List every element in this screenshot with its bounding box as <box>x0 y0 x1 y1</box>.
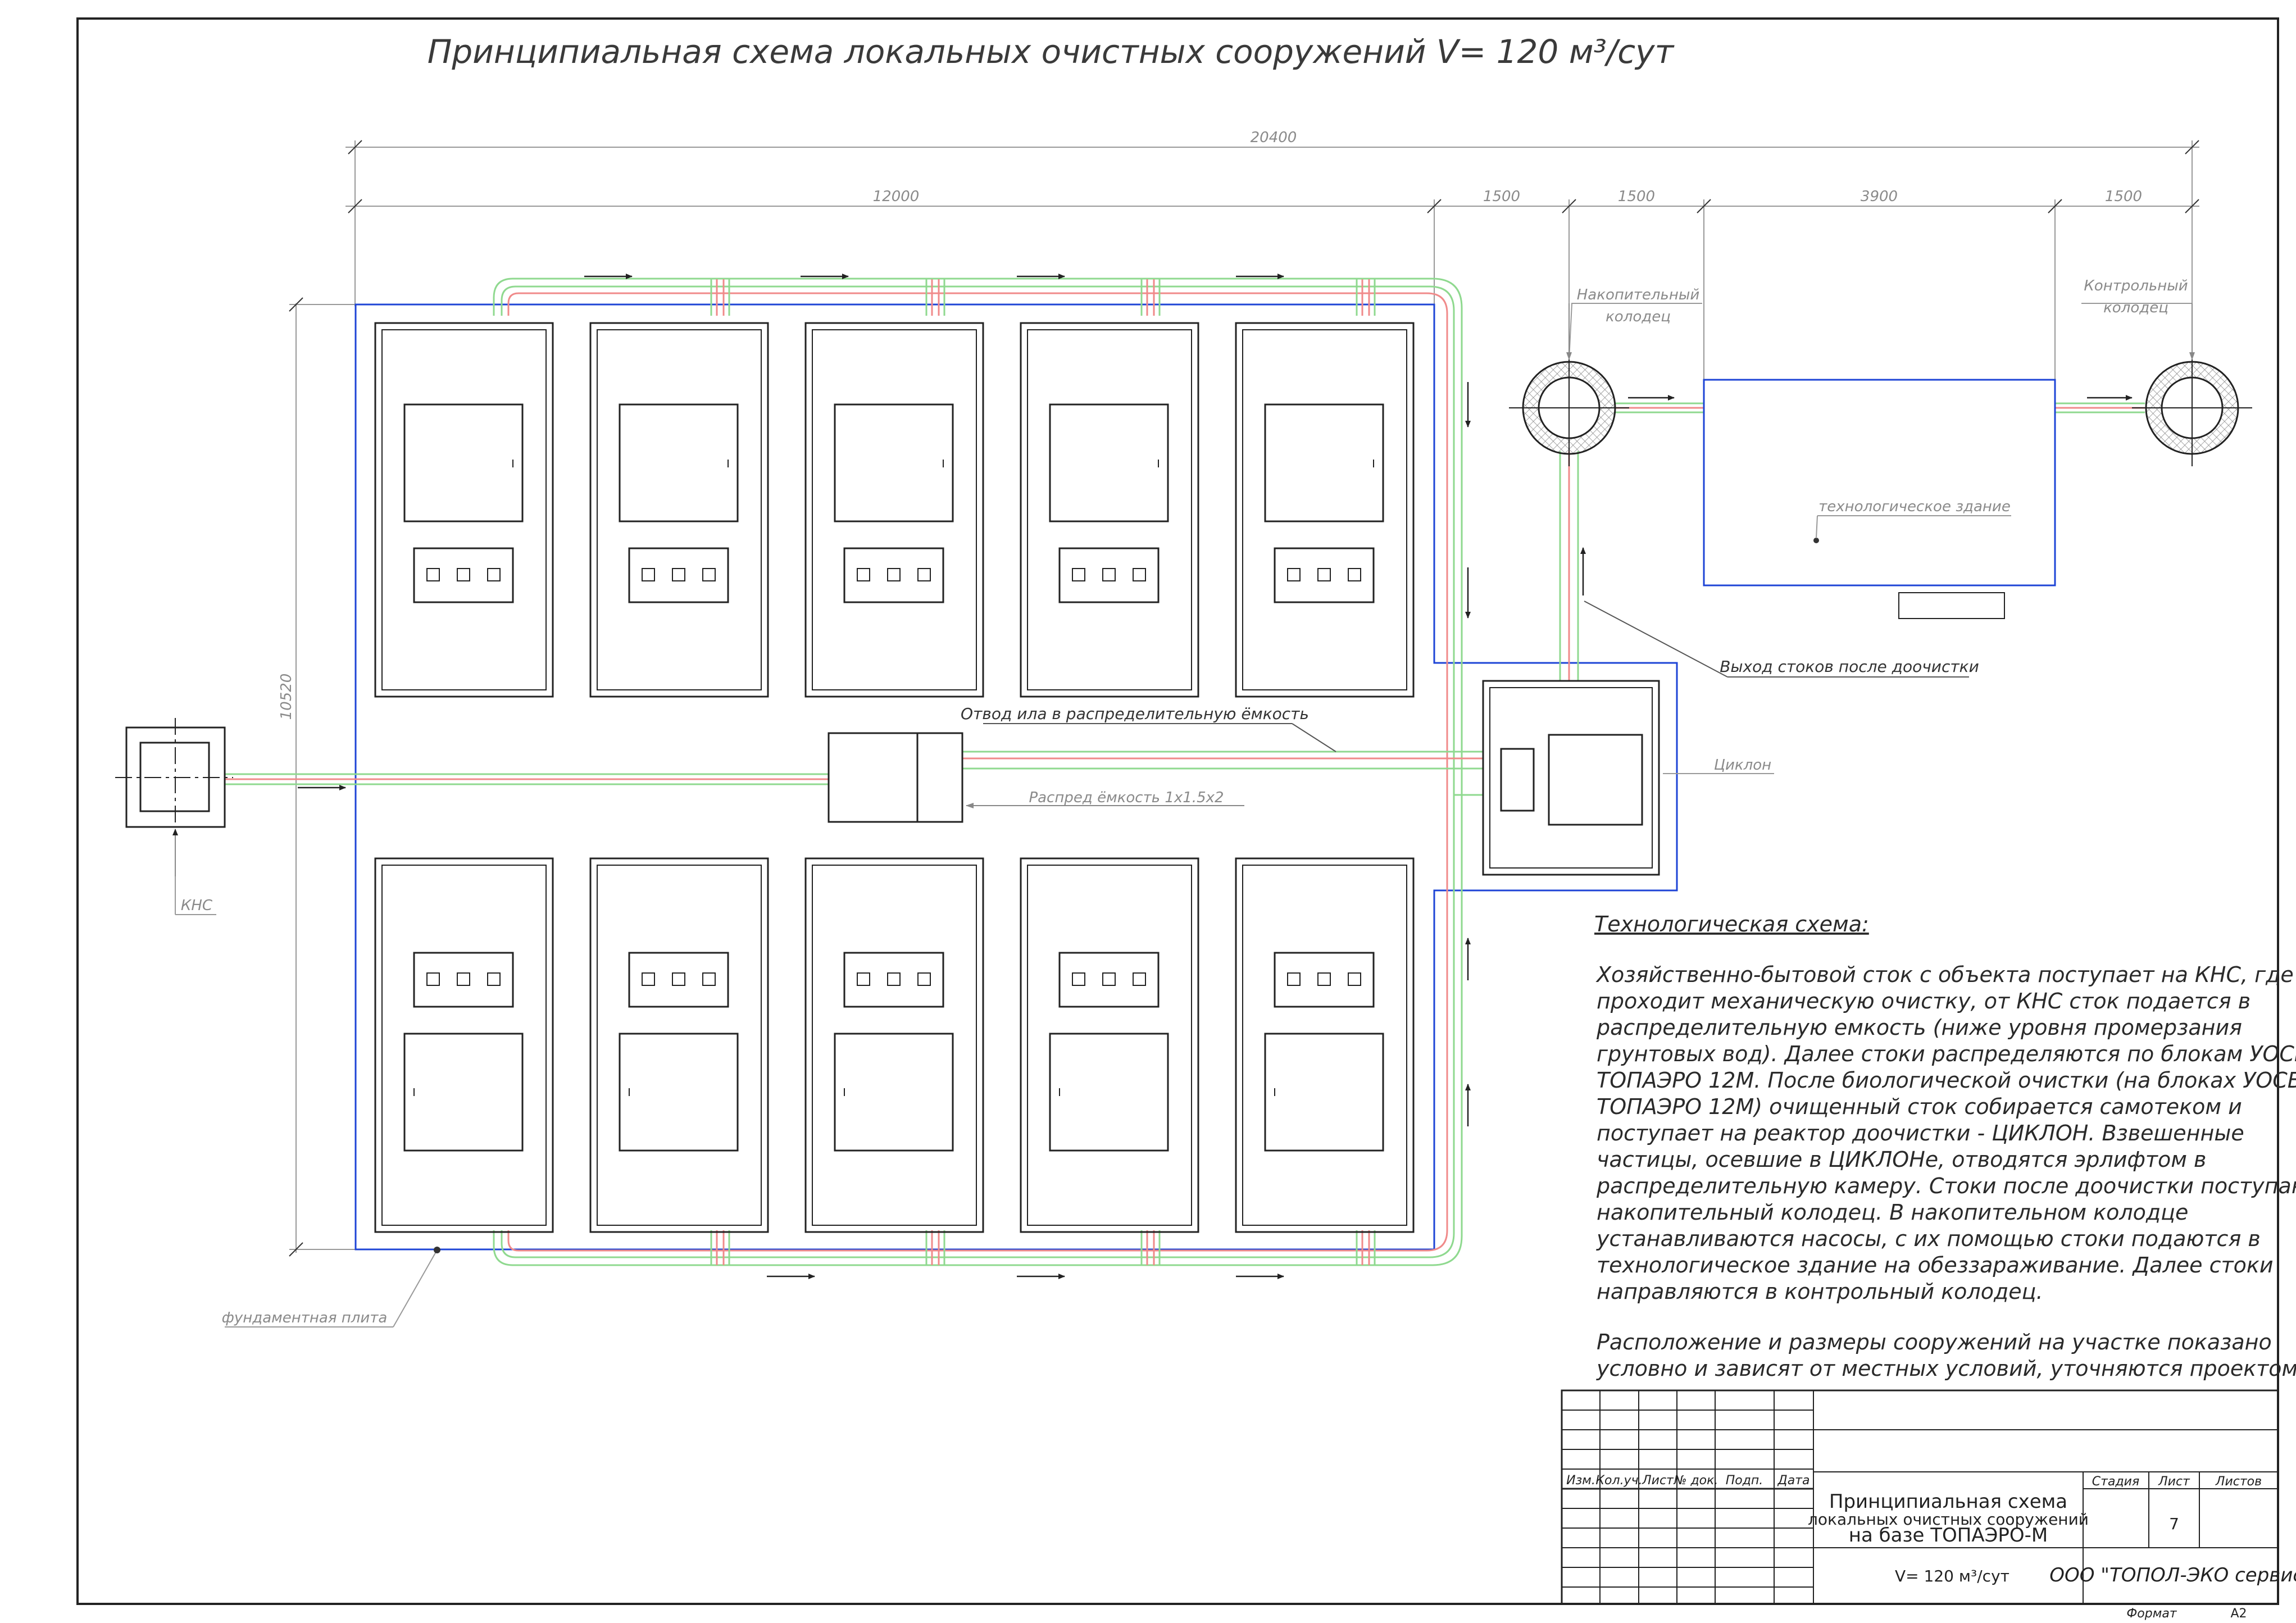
note-line: условно и зависят от местных условий, ут… <box>1596 1356 2296 1381</box>
stamp-header: Кол.уч. <box>1595 1474 1642 1488</box>
drawing-title: Принципиальная схема локальных очистных … <box>428 33 1675 71</box>
description-line: распределительную камеру. Стоки после до… <box>1596 1174 2296 1198</box>
topaero-block <box>374 857 554 1233</box>
cyclone-reactor <box>1482 680 1660 876</box>
note-line: Расположение и размеры сооружений на уча… <box>1597 1330 2272 1354</box>
tech-building <box>1703 379 2056 619</box>
topaero-block <box>374 322 554 698</box>
label-storage-well: Накопительный <box>1577 287 1700 303</box>
label-sludge: Отвод ила в распределительную ёмкость <box>961 704 1309 723</box>
topaero-block <box>1235 857 1415 1233</box>
description-line: частицы, осевшие в ЦИКЛОНе, отводятся эр… <box>1597 1147 2206 1172</box>
stamp-drawing-name-3: на базе ТОПАЭРО-М <box>1849 1524 2048 1547</box>
topaero-block <box>589 857 769 1233</box>
description-line: грунтовых вод). Далее стоки распределяют… <box>1597 1042 2296 1066</box>
topaero-block <box>589 322 769 698</box>
dim-seg-4: 1500 <box>2105 188 2142 205</box>
flow-arrows <box>298 274 2133 1279</box>
dim-seg-1: 1500 <box>1483 188 1520 205</box>
dim-seg-3: 3900 <box>1861 188 1898 205</box>
topaero-block <box>1235 322 1415 698</box>
topaero-block <box>1020 857 1199 1233</box>
stamp-stage-label: Стадия <box>2092 1475 2139 1489</box>
stamp-drawing-name: Принципиальная схема <box>1829 1490 2067 1513</box>
label-outlet: Выход стоков после доочистки <box>1720 657 1979 676</box>
label-control-well-2: колодец <box>2103 299 2168 316</box>
stamp-sheet-number: 7 <box>2169 1515 2179 1533</box>
process-description: Технологическая схема: Хозяйственно-быто… <box>1594 912 2296 1381</box>
stamp-sheets-label: Листов <box>2215 1475 2262 1489</box>
stamp-header: Дата <box>1777 1474 1810 1488</box>
stamp-header: № док. <box>1674 1474 1718 1488</box>
topaero-block <box>1020 322 1199 698</box>
topaero-block <box>804 322 984 698</box>
topaero-block <box>804 857 984 1233</box>
description-line: поступает на реактор доочистки - ЦИКЛОН.… <box>1597 1121 2244 1145</box>
leader-lines <box>175 303 2195 1328</box>
description-line: технологическое здание на обеззараживани… <box>1597 1253 2274 1278</box>
description-line: направляются в контрольный колодец. <box>1597 1279 2043 1304</box>
control-well <box>2132 348 2252 466</box>
label-storage-well-2: колодец <box>1606 308 1671 325</box>
stamp-header: Изм. <box>1566 1474 1595 1488</box>
title-block: Изм. Кол.уч. Лист № док. Подп. Дата Прин… <box>1561 1389 2296 1605</box>
dim-plant-width: 12000 <box>873 188 920 205</box>
label-distrib-tank: Распред ёмкость 1х1.5х2 <box>1029 789 1224 806</box>
description-line: устанавливаются насосы, с их помощью сто… <box>1596 1226 2261 1251</box>
label-tech-building: технологическое здание <box>1818 498 2011 515</box>
description-line: проходит механическую очистку, от КНС ст… <box>1597 989 2250 1013</box>
stamp-header: Подп. <box>1726 1474 1763 1488</box>
description-line: накопительный колодец. В накопительном к… <box>1597 1200 2188 1225</box>
storage-well <box>1509 348 1629 466</box>
label-foundation: фундаментная плита <box>222 1310 388 1326</box>
topaero-blocks-bottom <box>374 857 1415 1233</box>
dim-seg-2: 1500 <box>1618 188 1655 205</box>
sheet-frame <box>76 17 2279 1605</box>
description-line: Хозяйственно-бытовой сток с объекта пост… <box>1595 962 2294 987</box>
dim-height: 10520 <box>278 674 295 720</box>
pipe-network <box>225 278 2145 1266</box>
label-control-well: Контрольный <box>2084 278 2188 294</box>
format-value: А2 <box>2230 1607 2247 1621</box>
kns-pump-station <box>115 718 233 828</box>
description-heading: Технологическая схема: <box>1594 912 1869 936</box>
distribution-tank <box>828 732 963 823</box>
description-line: распределительную емкость (ниже уровня п… <box>1596 1015 2242 1040</box>
dim-overall: 20400 <box>1251 129 1297 146</box>
foundation-plate-outline <box>354 303 1678 1251</box>
stamp-capacity: V= 120 м³/сут <box>1895 1567 2009 1585</box>
label-kns: КНС <box>181 897 213 914</box>
stamp-drawing-name-2: локальных очистных сооружений <box>1808 1510 2089 1529</box>
topaero-blocks-top <box>374 322 1415 698</box>
format-label: Формат <box>2126 1607 2177 1621</box>
dimension-lines <box>289 140 2199 1257</box>
stamp-header: Лист <box>1642 1474 1674 1488</box>
description-line: ТОПАЭРО 12М. После биологической очистки… <box>1597 1068 2296 1093</box>
label-cyclone: Циклон <box>1714 757 1771 774</box>
stamp-company: ООО "ТОПОЛ-ЭКО сервис" <box>2049 1564 2296 1586</box>
description-line: ТОПАЭРО 12М) очищенный сток собирается с… <box>1597 1094 2242 1119</box>
stamp-sheet-label: Лист <box>2158 1475 2190 1489</box>
